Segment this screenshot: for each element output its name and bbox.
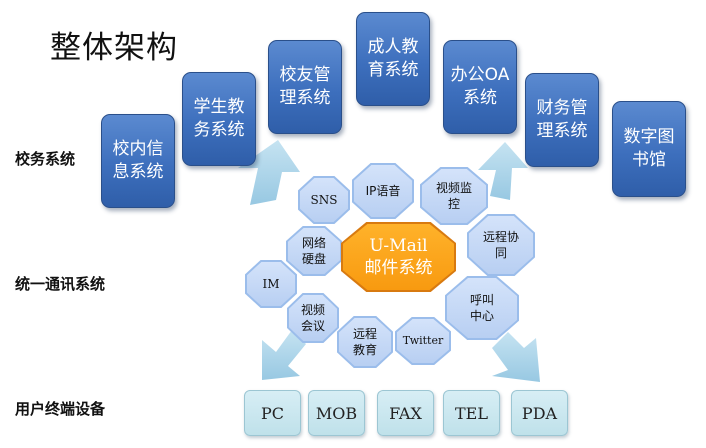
- module-label: IM: [262, 277, 280, 291]
- umail-center: U-Mail 邮件系统: [341, 222, 456, 292]
- module-label: Twitter: [402, 334, 444, 347]
- arrow-up-right: [478, 142, 528, 200]
- school-system-label: 数字图书馆: [623, 127, 675, 170]
- module-sns: SNS: [298, 176, 350, 224]
- school-system-label: 校友管理系统: [279, 65, 331, 108]
- school-system-label: 财务管理系统: [536, 98, 588, 141]
- terminal-label: PC: [260, 403, 284, 423]
- module-label: 远程协同: [483, 230, 520, 260]
- module-call-center: 呼叫中心: [445, 276, 519, 340]
- module-twitter: Twitter: [395, 317, 451, 365]
- center-subtitle: 邮件系统: [364, 258, 433, 278]
- terminal-label: TEL: [455, 403, 488, 423]
- module-video-conf: 视频会议: [287, 293, 339, 343]
- row-label-school: 校务系统: [15, 150, 76, 168]
- terminal-label: PDA: [521, 403, 558, 423]
- school-system-card: 成人教育系统: [356, 12, 430, 106]
- module-label: 网络硬盘: [301, 236, 326, 266]
- school-system-label: 学生教务系统: [193, 97, 245, 140]
- terminal-box: TEL: [443, 390, 500, 436]
- school-system-card: 校内信息系统: [101, 114, 175, 208]
- school-system-label: 校内信息系统: [112, 139, 164, 182]
- module-label: 呼叫中心: [469, 293, 494, 323]
- module-net-disk: 网络硬盘: [286, 226, 342, 276]
- school-system-label: 成人教育系统: [367, 37, 419, 80]
- module-label: 远程教育: [352, 327, 377, 357]
- school-system-label: 办公OA系统: [450, 65, 510, 108]
- terminal-box: PDA: [511, 390, 568, 436]
- row-label-terminal: 用户终端设备: [15, 400, 106, 418]
- terminal-box: FAX: [377, 390, 434, 436]
- module-ip-voice: IP语音: [352, 163, 414, 219]
- center-title: U-Mail: [369, 236, 428, 256]
- school-system-card: 数字图书馆: [612, 101, 686, 197]
- row-label-comm: 统一通讯系统: [15, 275, 106, 293]
- arrow-down-left: [262, 330, 306, 380]
- module-label: 视频会议: [301, 303, 326, 333]
- arrow-down-right: [492, 332, 540, 382]
- school-system-card: 校友管理系统: [268, 40, 342, 134]
- module-video-monitor: 视频监控: [420, 167, 488, 225]
- terminal-label: MOB: [315, 403, 358, 423]
- school-system-card: 办公OA系统: [443, 40, 517, 134]
- module-label: SNS: [310, 193, 338, 207]
- school-system-card: 财务管理系统: [525, 73, 599, 167]
- module-remote-edu: 远程教育: [337, 316, 393, 368]
- terminal-label: FAX: [389, 403, 422, 423]
- module-remote-collab: 远程协同: [467, 214, 535, 276]
- arrow-up-left: [238, 140, 300, 205]
- page-title: 整体架构: [50, 30, 178, 66]
- module-im: IM: [245, 260, 297, 308]
- terminal-box: MOB: [308, 390, 365, 436]
- module-label: 视频监控: [436, 181, 473, 211]
- school-system-card: 学生教务系统: [182, 72, 256, 166]
- module-label: IP语音: [365, 184, 401, 198]
- terminal-box: PC: [244, 390, 301, 436]
